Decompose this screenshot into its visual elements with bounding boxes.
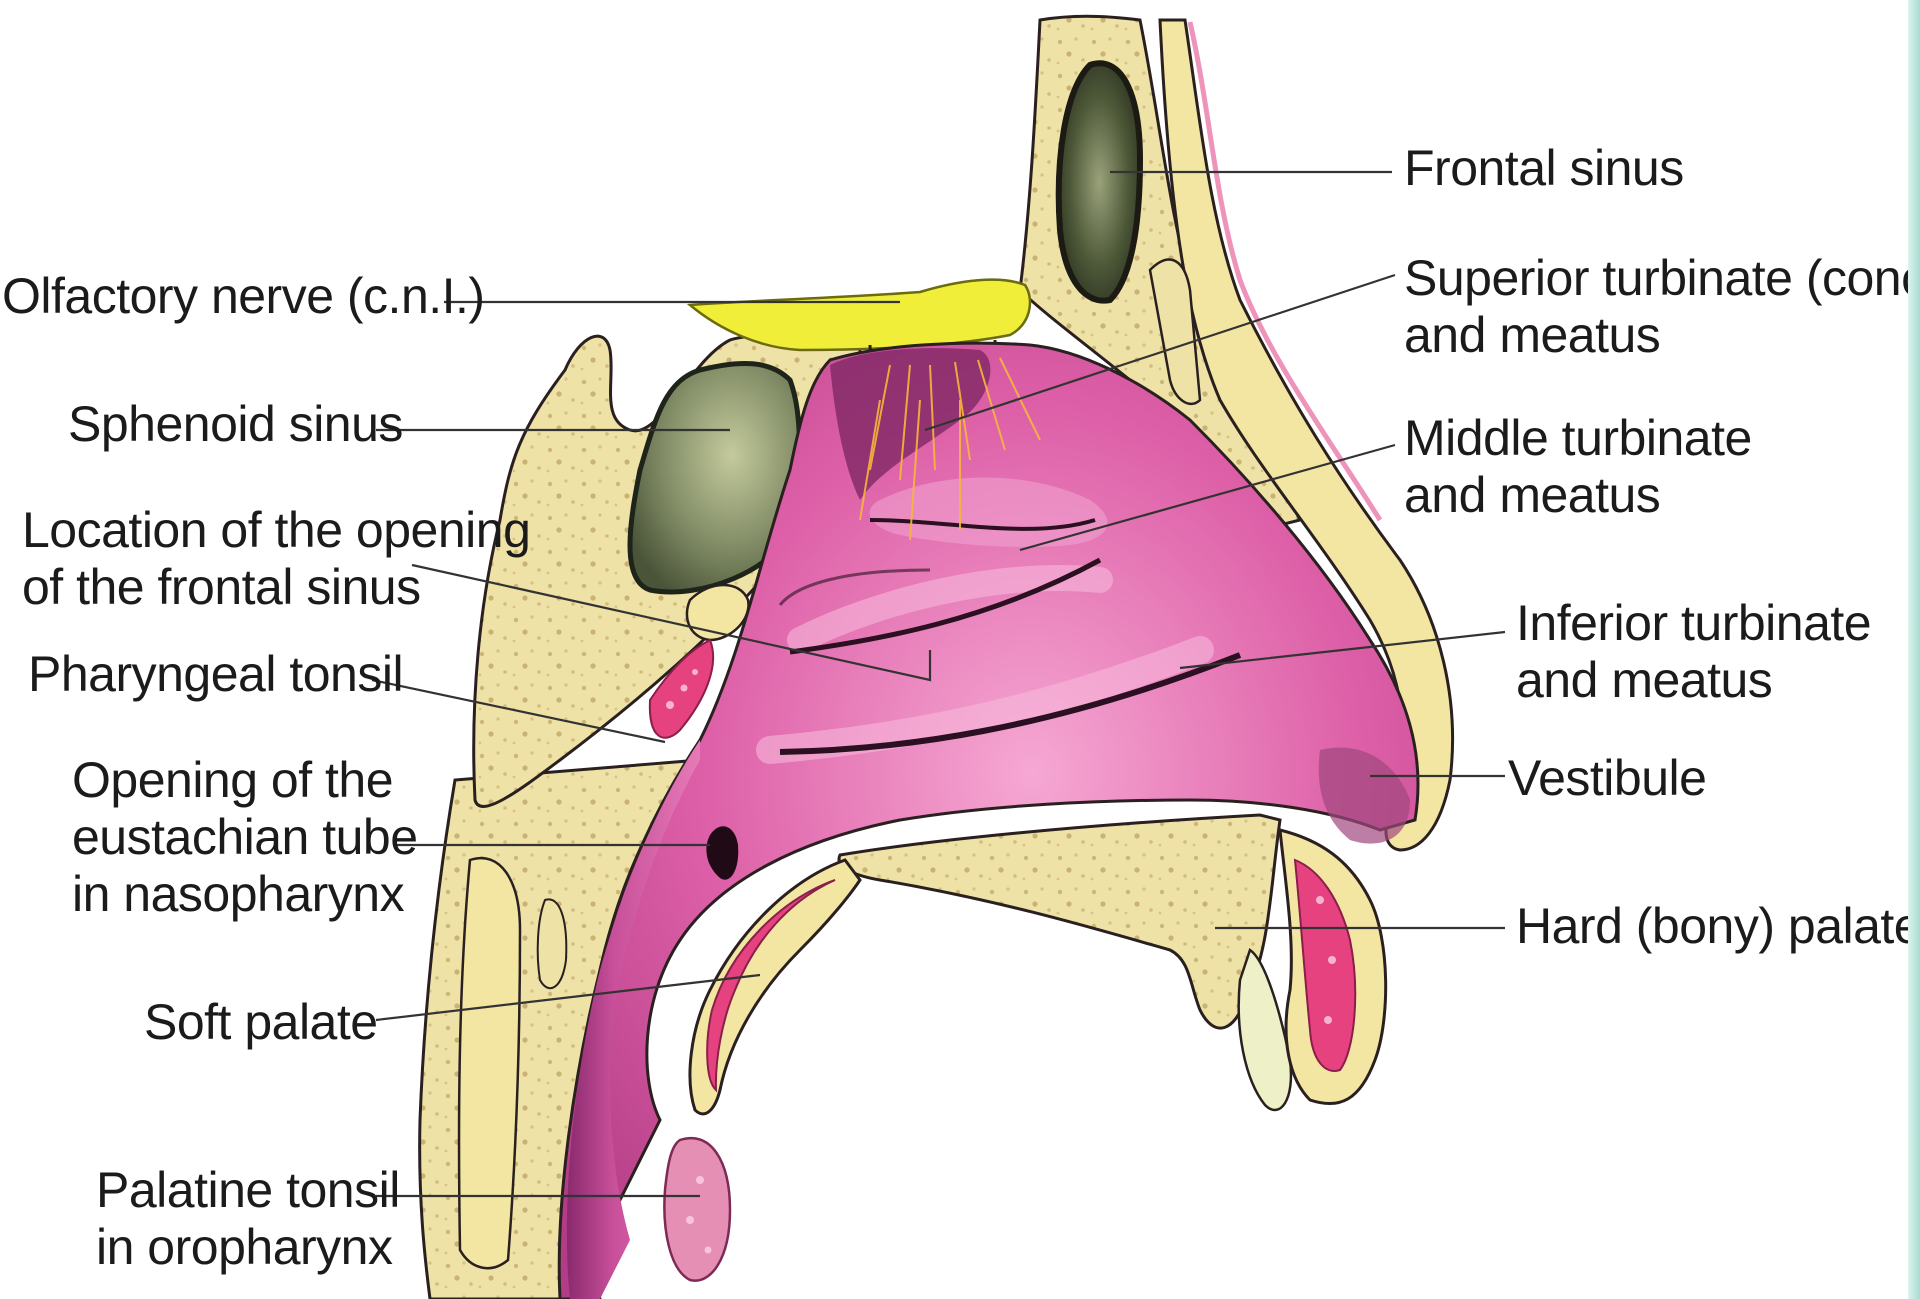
- label-middle-turbinate-line-1: Middle turbinate: [1404, 410, 1752, 467]
- label-hard-palate-line-1: Hard (bony) palate: [1516, 898, 1920, 955]
- label-frontal-sinus: Frontal sinus: [1404, 140, 1684, 197]
- label-eustachian: Opening of the eustachian tube in nasoph…: [72, 752, 418, 923]
- label-inferior-turbinate-line-1: Inferior turbinate: [1516, 595, 1871, 652]
- label-sphenoid-sinus-line-1: Sphenoid sinus: [68, 396, 403, 453]
- right-edge-strip: [1908, 0, 1920, 1299]
- label-palatine-tonsil: Palatine tonsil in oropharynx: [96, 1162, 400, 1276]
- label-palatine-tonsil-line-1: Palatine tonsil: [96, 1162, 400, 1219]
- label-sphenoid-sinus: Sphenoid sinus: [68, 396, 403, 453]
- label-pharyngeal-tonsil: Pharyngeal tonsil: [28, 646, 403, 703]
- label-vestibule-line-1: Vestibule: [1508, 750, 1706, 807]
- label-frontal-opening-line-1: Location of the opening: [22, 502, 530, 559]
- label-inferior-turbinate-line-2: and meatus: [1516, 652, 1871, 709]
- upper-lip: [1280, 830, 1386, 1104]
- label-soft-palate-line-1: Soft palate: [144, 994, 378, 1051]
- label-superior-turbinate-line-1: Superior turbinate (concha): [1404, 250, 1920, 307]
- label-hard-palate: Hard (bony) palate: [1516, 898, 1920, 955]
- label-middle-turbinate: Middle turbinate and meatus: [1404, 410, 1752, 524]
- label-eustachian-line-1: Opening of the: [72, 752, 418, 809]
- label-inferior-turbinate: Inferior turbinate and meatus: [1516, 595, 1871, 709]
- label-middle-turbinate-line-2: and meatus: [1404, 467, 1752, 524]
- label-palatine-tonsil-line-2: in oropharynx: [96, 1219, 400, 1276]
- label-pharyngeal-tonsil-line-1: Pharyngeal tonsil: [28, 646, 403, 703]
- label-eustachian-line-2: eustachian tube: [72, 809, 418, 866]
- label-vestibule: Vestibule: [1508, 750, 1706, 807]
- label-frontal-sinus-line-1: Frontal sinus: [1404, 140, 1684, 197]
- palatine-tonsil: [664, 1138, 730, 1281]
- label-superior-turbinate: Superior turbinate (concha) and meatus: [1404, 250, 1920, 364]
- label-frontal-opening-line-2: of the frontal sinus: [22, 559, 530, 616]
- label-frontal-opening: Location of the opening of the frontal s…: [22, 502, 530, 616]
- label-olfactory-nerve: Olfactory nerve (c.n.I.): [2, 268, 485, 325]
- label-eustachian-line-3: in nasopharynx: [72, 866, 418, 923]
- label-soft-palate: Soft palate: [144, 994, 378, 1051]
- label-superior-turbinate-line-2: and meatus: [1404, 307, 1920, 364]
- label-olfactory-nerve-line-1: Olfactory nerve (c.n.I.): [2, 268, 485, 325]
